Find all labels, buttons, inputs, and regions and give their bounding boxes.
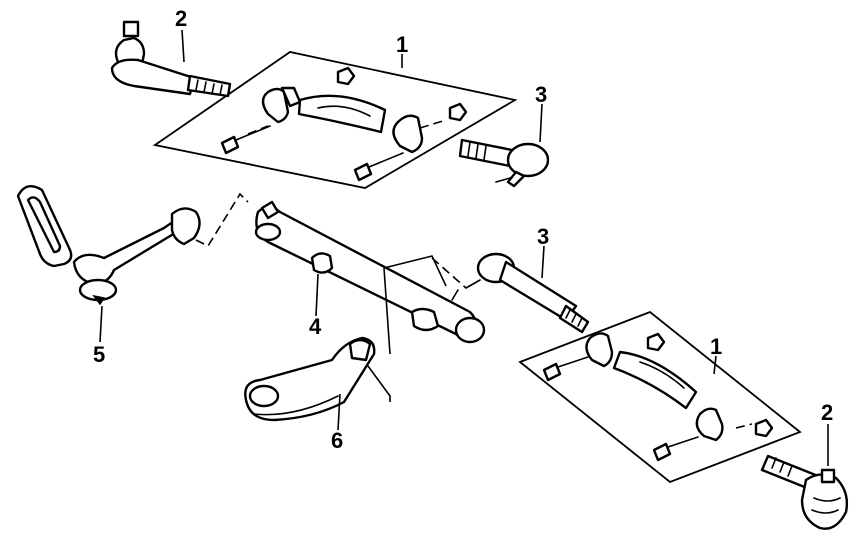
- callout-1-bottom: 1: [710, 334, 722, 359]
- connection-lines: [195, 192, 467, 402]
- outer-tie-rod-end-upper: [110, 20, 232, 98]
- callout-2-bottom: 2: [821, 400, 833, 425]
- callout-6: 6: [331, 428, 343, 453]
- inner-tie-rod-end-upper: [458, 138, 550, 188]
- adjuster-kit-upper: [152, 51, 518, 189]
- inner-tie-rod-end-middle: [465, 252, 590, 334]
- callout-2-top: 2: [175, 6, 187, 31]
- kit-box-upper: [152, 51, 518, 189]
- outer-tie-rod-end-lower: [760, 454, 849, 530]
- callout-3-top: 3: [535, 82, 547, 107]
- callout-4: 4: [309, 314, 322, 339]
- callout-leaders: [99, 29, 829, 466]
- idler-arm: [244, 336, 376, 422]
- kit-box-lower: [518, 310, 802, 484]
- adjuster-kit-lower: [518, 310, 802, 484]
- callout-1-top: 1: [396, 32, 408, 57]
- pitman-arm: [16, 184, 201, 306]
- callout-5: 5: [93, 342, 105, 367]
- callout-3-mid: 3: [537, 224, 549, 249]
- center-link: [254, 200, 486, 344]
